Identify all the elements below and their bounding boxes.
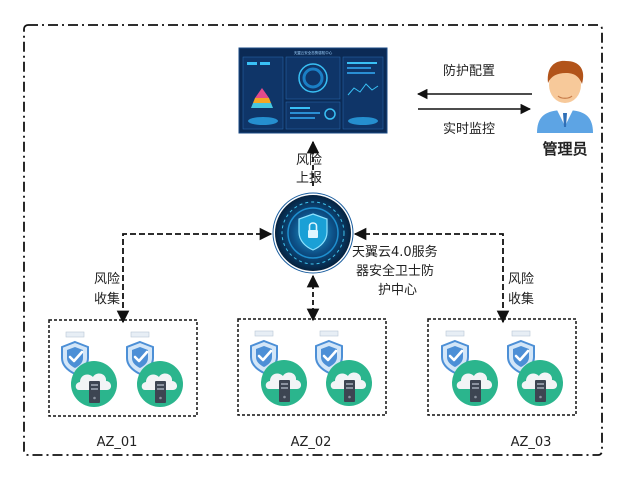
connector-az01 xyxy=(116,227,273,324)
cloud-server-icon xyxy=(517,360,563,406)
cloud-server-icon xyxy=(71,361,117,407)
az-03-label: AZ_03 xyxy=(511,435,552,450)
risk-collect-right-1: 风险 xyxy=(508,272,534,287)
admin-label: 管理员 xyxy=(542,140,587,158)
risk-report-label-2: 上报 xyxy=(296,171,322,186)
admin-icon xyxy=(537,60,593,133)
az-02-label: AZ_02 xyxy=(291,435,332,450)
risk-collect-left-2: 收集 xyxy=(94,291,120,307)
risk-collect-right-2: 收集 xyxy=(508,291,534,307)
risk-collect-left-1: 风险 xyxy=(94,272,120,287)
realtime-monitor-label: 实时监控 xyxy=(443,122,495,137)
az-02-box[interactable] xyxy=(237,318,387,416)
protect-config-label: 防护配置 xyxy=(443,63,495,79)
security-hub[interactable] xyxy=(272,192,354,274)
center-label-2: 器安全卫士防 xyxy=(356,263,434,279)
az-01-label: AZ_01 xyxy=(97,435,138,450)
center-label-3: 护中心 xyxy=(378,283,417,298)
dashboard-screen[interactable]: 天翼云安全态势感知中心 xyxy=(238,47,388,134)
cloud-server-icon xyxy=(137,361,183,407)
dashboard-title: 天翼云安全态势感知中心 xyxy=(294,50,333,55)
az-01-box[interactable] xyxy=(48,319,198,417)
cloud-server-icon xyxy=(452,360,498,406)
cloud-server-icon xyxy=(326,360,372,406)
connector-az03 xyxy=(353,227,510,324)
az-03-box[interactable] xyxy=(427,318,577,416)
center-label-1: 天翼云4.0服务 xyxy=(352,244,438,260)
risk-report-label-1: 风险 xyxy=(296,153,322,168)
outer-border xyxy=(23,24,603,456)
cloud-server-icon xyxy=(261,360,307,406)
